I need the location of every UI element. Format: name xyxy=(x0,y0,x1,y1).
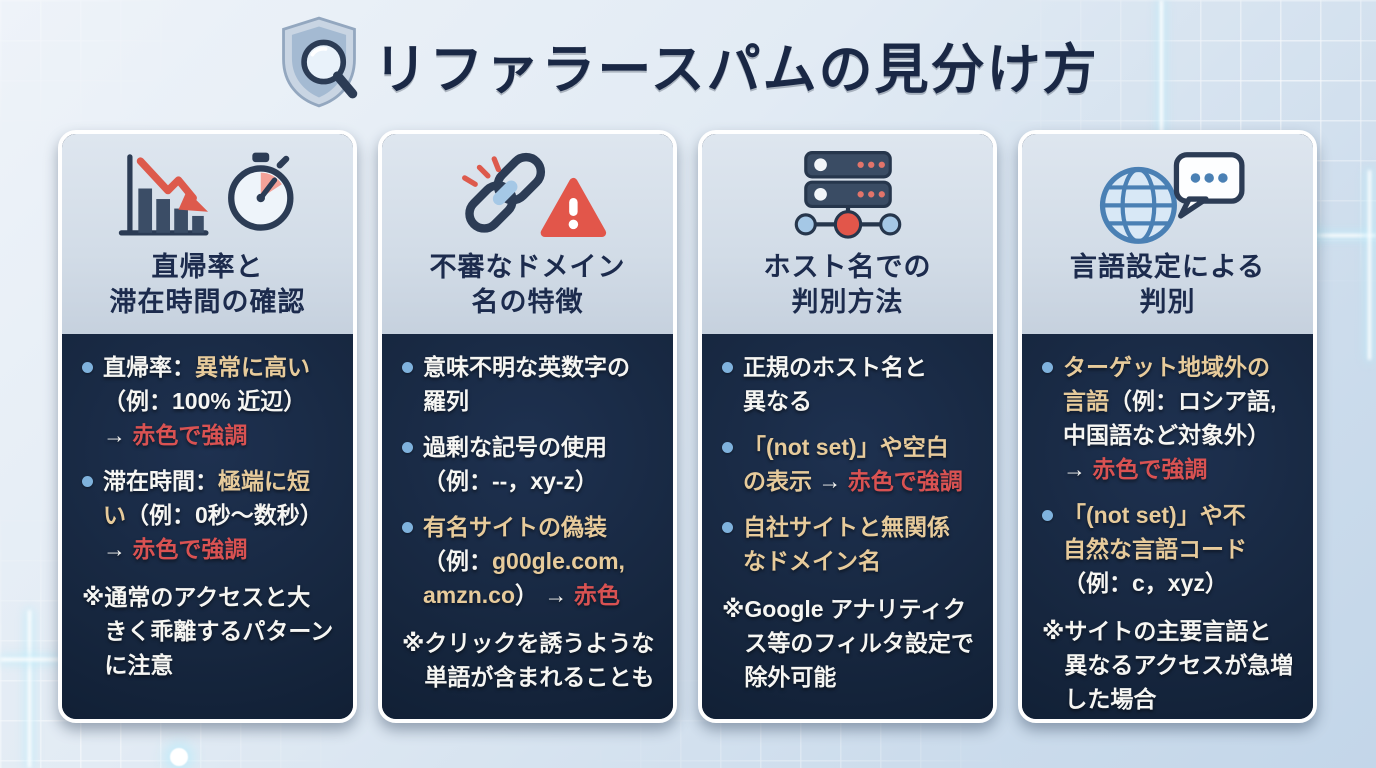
bullet-text: 自社サイトと無関係 なドメイン名 xyxy=(743,510,950,578)
text-segment: → xyxy=(818,468,848,495)
note-text: 通常のアクセスと大 きく乖離するパターン に注意 xyxy=(104,584,334,679)
note-item: ※ サイトの主要言語と 異なるアクセスが急増 した場合 xyxy=(1042,614,1301,716)
text-segment: 「(not set)」や不 自然な言語コード xyxy=(1063,502,1247,563)
text-segment: 滞在時間： xyxy=(103,468,218,495)
note-text: サイトの主要言語と 異なるアクセスが急増 した場合 xyxy=(1064,618,1294,713)
card-header: 不審なドメイン 名の特徴 xyxy=(382,134,673,334)
text-segment: （例： xyxy=(423,548,492,575)
bullet-dot-icon xyxy=(1042,510,1053,522)
bullet-text: 滞在時間：極端に短 い（例：0秒〜数秒） → 赤色で強調 xyxy=(103,464,323,566)
bullet-dot-icon xyxy=(82,476,93,488)
text-segment: 直帰率： xyxy=(103,354,195,380)
broken-link-warning-icon xyxy=(433,148,623,248)
card-body: 正規のホスト名と 異なる 「(not set)」や空白 の表示 → 赤色で強調 … xyxy=(702,334,993,719)
text-segment: 自社サイトと無関係 なドメイン名 xyxy=(743,514,950,575)
card-title: 言語設定による 判別 xyxy=(1069,252,1266,318)
text-segment: 赤色で強調 xyxy=(1092,456,1208,483)
bullet-dot-icon xyxy=(82,362,93,373)
bullet-item: 意味不明な英数字の 羅列 xyxy=(402,350,661,418)
text-segment: 極端に短 い xyxy=(103,468,310,529)
text-segment: 正規のホスト名と 異なる xyxy=(743,354,927,415)
page-header: リファラースパムの見分け方 xyxy=(0,14,1376,114)
bullet-dot-icon xyxy=(402,522,413,534)
text-segment: 「(not set)」や空白 の表示 xyxy=(743,434,949,495)
card-hostname-check: ホスト名での 判別方法 正規のホスト名と 異なる 「(not set)」や空白 … xyxy=(698,130,997,723)
bullet-dot-icon xyxy=(402,362,413,373)
text-segment: 有名サイトの偽装 xyxy=(423,514,607,541)
note-item: ※ Google アナリティク ス等のフィルタ設定で 除外可能 xyxy=(722,592,981,694)
declining-chart-stopwatch-icon xyxy=(113,148,303,248)
text-segment: 赤色で強調 xyxy=(132,536,248,563)
card-bounce-rate-and-duration: 直帰率と 滞在時間の確認 直帰率：異常に高い （例：100% 近辺） → 赤色で… xyxy=(58,130,357,723)
glow-dot xyxy=(170,748,188,766)
card-title: 直帰率と 滞在時間の確認 xyxy=(109,252,306,318)
bullet-item: 直帰率：異常に高い （例：100% 近辺） → 赤色で強調 xyxy=(82,350,341,452)
note-item: ※ 通常のアクセスと大 きく乖離するパターン に注意 xyxy=(82,580,341,682)
glow-line xyxy=(1160,0,1163,150)
card-header: ホスト名での 判別方法 xyxy=(702,134,993,334)
bullet-text: 「(not set)」や不 自然な言語コード （例：c，xyz） xyxy=(1063,498,1247,600)
bullet-dot-icon xyxy=(722,522,733,534)
card-body: 直帰率：異常に高い （例：100% 近辺） → 赤色で強調 滞在時間：極端に短 … xyxy=(62,334,353,719)
bullet-text: ターゲット地域外の 言語（例：ロシア語, 中国語など対象外） → 赤色で強調 xyxy=(1063,350,1276,486)
bullet-item: 自社サイトと無関係 なドメイン名 xyxy=(722,510,981,578)
bullet-item: 「(not set)」や不 自然な言語コード （例：c，xyz） xyxy=(1042,498,1301,600)
note-mark: ※ xyxy=(82,584,105,611)
bullet-item: 有名サイトの偽装 （例：g00gle.com, amzn.co） → 赤色 xyxy=(402,510,661,612)
text-segment: 赤色で強調 xyxy=(132,422,248,449)
text-segment: （例：ロシア語, 中国語など対象外） → xyxy=(1063,388,1277,483)
bullet-item: 過剰な記号の使用 （例：--，xy-z） xyxy=(402,430,661,498)
note-item: ※ クリックを誘うような 単語が含まれることも xyxy=(402,626,661,694)
text-segment: 赤色で強調 xyxy=(847,468,963,495)
text-segment: （例：100% 近辺） → xyxy=(103,388,307,449)
glow-line xyxy=(1368,170,1371,360)
bullet-dot-icon xyxy=(402,442,413,454)
card-title: ホスト名での 判別方法 xyxy=(763,252,932,318)
text-segment: g00gle.com, amzn.co xyxy=(423,548,625,609)
bullet-text: 「(not set)」や空白 の表示 → 赤色で強調 xyxy=(743,430,963,498)
bullet-text: 有名サイトの偽装 （例：g00gle.com, amzn.co） → 赤色 xyxy=(423,510,625,612)
cards-row: 直帰率と 滞在時間の確認 直帰率：異常に高い （例：100% 近辺） → 赤色で… xyxy=(58,130,1317,723)
note-text: クリックを誘うような 単語が含まれることも xyxy=(424,630,655,691)
card-title: 不審なドメイン 名の特徴 xyxy=(429,252,626,318)
glow-line xyxy=(0,658,60,661)
text-segment: 過剰な記号の使用 （例：--，xy-z） xyxy=(423,434,607,495)
server-network-icon xyxy=(753,148,943,248)
glow-line xyxy=(28,610,31,768)
bullet-item: 「(not set)」や空白 の表示 → 赤色で強調 xyxy=(722,430,981,498)
note-text: Google アナリティク ス等のフィルタ設定で 除外可能 xyxy=(744,596,974,691)
card-header: 直帰率と 滞在時間の確認 xyxy=(62,134,353,334)
bullet-dot-icon xyxy=(722,362,733,373)
card-language-setting-check: 言語設定による 判別 ターゲット地域外の 言語（例：ロシア語, 中国語など対象外… xyxy=(1018,130,1317,723)
text-segment: （例：0秒〜数秒） → xyxy=(103,502,323,563)
globe-chat-icon xyxy=(1073,148,1263,248)
note-mark: ※ xyxy=(1042,618,1065,645)
bullet-text: 正規のホスト名と 異なる xyxy=(743,350,927,418)
bullet-item: 滞在時間：極端に短 い（例：0秒〜数秒） → 赤色で強調 xyxy=(82,464,341,566)
text-segment: ） → xyxy=(515,582,574,609)
bullet-text: 意味不明な英数字の 羅列 xyxy=(423,350,630,418)
card-body: 意味不明な英数字の 羅列 過剰な記号の使用 （例：--，xy-z） 有名サイトの… xyxy=(382,334,673,719)
glow-line xyxy=(1306,234,1376,237)
note-mark: ※ xyxy=(402,630,425,657)
bullet-dot-icon xyxy=(722,442,733,454)
text-segment: 意味不明な英数字の 羅列 xyxy=(423,354,630,415)
note-mark: ※ xyxy=(722,596,745,623)
text-segment: 赤色 xyxy=(573,582,620,609)
shield-magnifier-icon xyxy=(277,15,361,114)
page-title: リファラースパムの見分け方 xyxy=(373,39,1099,100)
text-segment: 異常に高い xyxy=(195,354,310,380)
card-header: 言語設定による 判別 xyxy=(1022,134,1313,334)
card-suspicious-domain-names: 不審なドメイン 名の特徴 意味不明な英数字の 羅列 過剰な記号の使用 （例：--… xyxy=(378,130,677,723)
bullet-item: 正規のホスト名と 異なる xyxy=(722,350,981,418)
bullet-text: 過剰な記号の使用 （例：--，xy-z） xyxy=(423,430,607,498)
text-segment: ターゲット地域外の 言語 xyxy=(1063,354,1270,415)
bullet-item: ターゲット地域外の 言語（例：ロシア語, 中国語など対象外） → 赤色で強調 xyxy=(1042,350,1301,486)
card-body: ターゲット地域外の 言語（例：ロシア語, 中国語など対象外） → 赤色で強調 「… xyxy=(1022,334,1313,719)
bullet-dot-icon xyxy=(1042,362,1053,373)
bullet-text: 直帰率：異常に高い （例：100% 近辺） → 赤色で強調 xyxy=(103,350,310,452)
text-segment: （例：c，xyz） xyxy=(1063,570,1228,597)
